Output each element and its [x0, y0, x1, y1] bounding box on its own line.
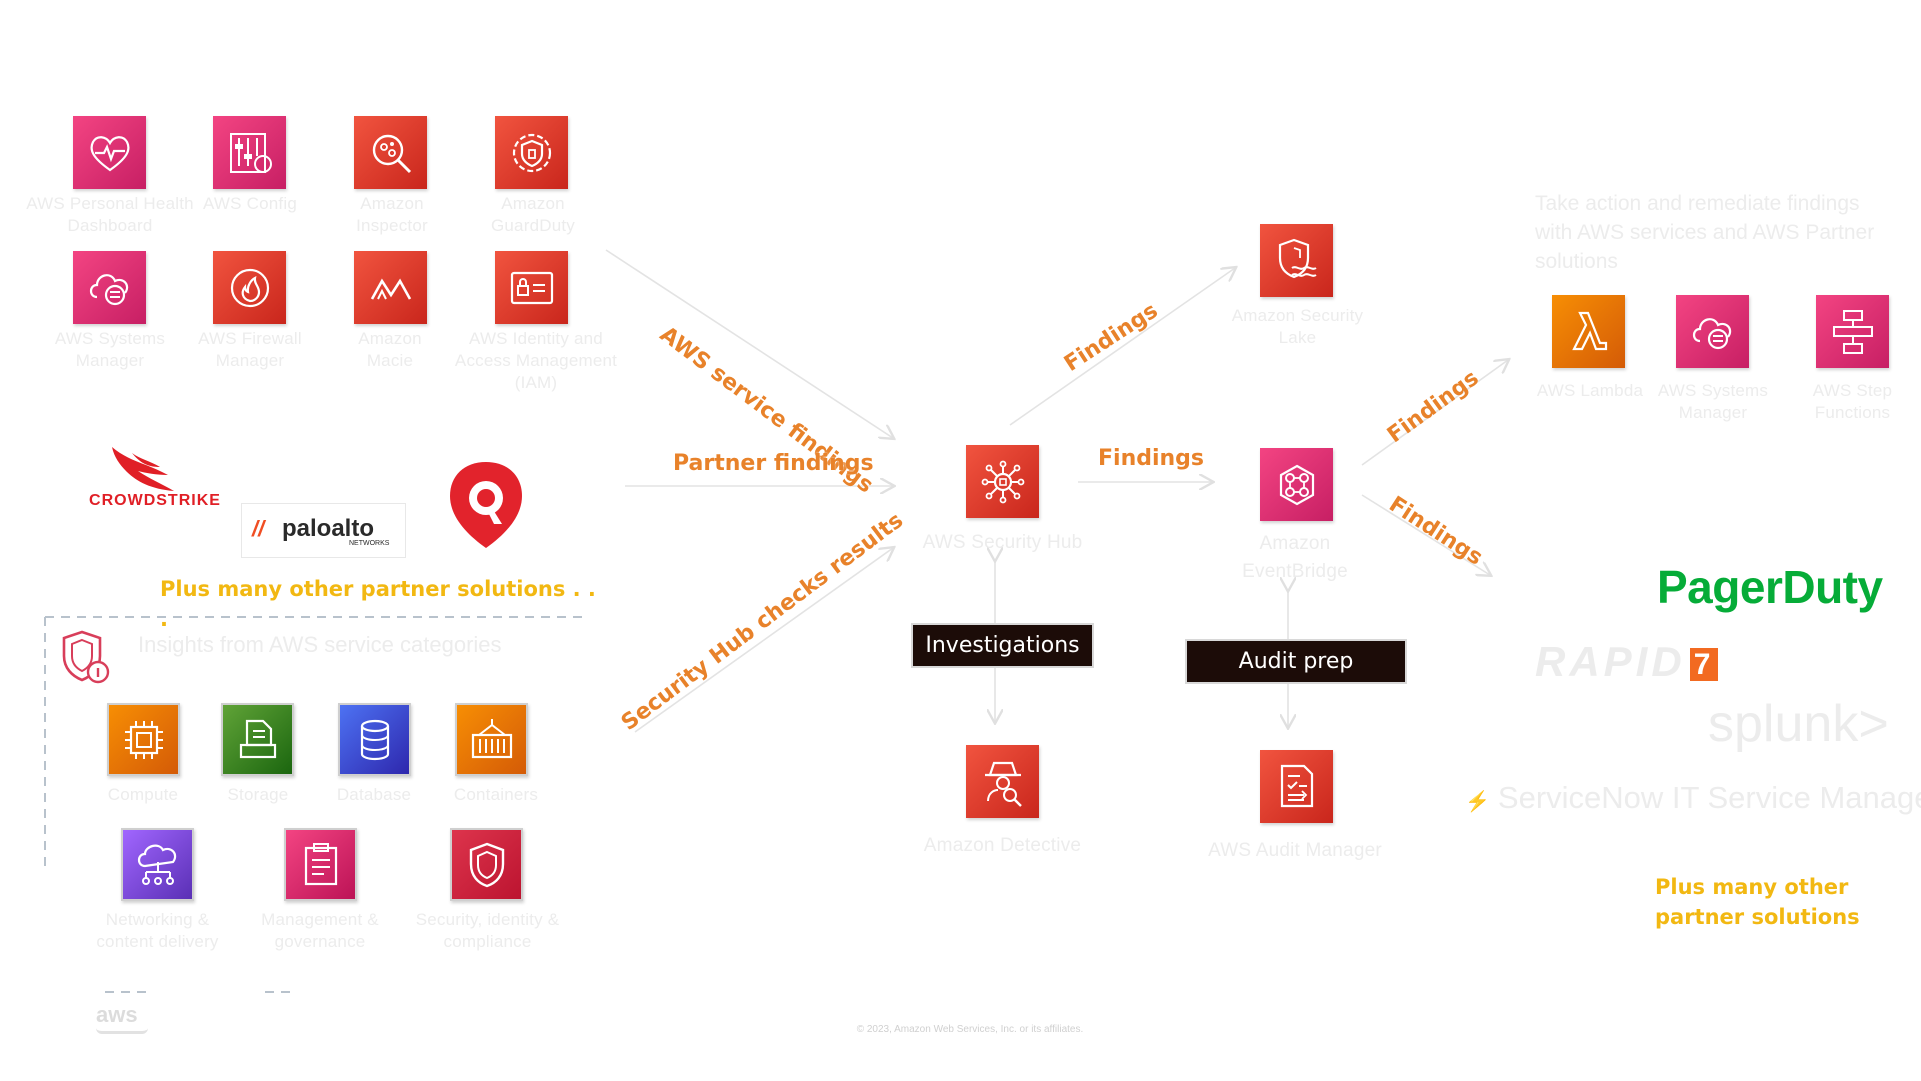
partner-findings-label: Partner findings	[673, 451, 874, 476]
remediation-label: AWS Step Functions	[1812, 381, 1893, 422]
security-icon	[450, 828, 523, 901]
arrow-to-lake	[1009, 268, 1235, 426]
aws-logo: aws	[96, 1002, 138, 1027]
arrow-checks-results	[634, 548, 893, 733]
splunk-logo: splunk>	[1708, 695, 1889, 753]
service-label: AWS Personal Health Dashboard	[26, 194, 194, 235]
systems-manager-icon	[1676, 295, 1749, 368]
security-hub-label: AWS Security Hub	[922, 532, 1083, 553]
findings-to-eventbridge-label: Findings	[1098, 446, 1205, 471]
investigations-box: Investigations	[911, 623, 1094, 668]
systems-manager-icon	[73, 251, 146, 324]
arrow-aws-findings	[605, 249, 893, 438]
crowdstrike-logo: CROWDSTRIKE	[80, 445, 230, 517]
audit-prep-box: Audit prep	[1185, 639, 1407, 684]
servicenow-logo: ⚡ServiceNow IT Service Management	[1465, 780, 1921, 815]
service-label: Amazon Macie	[358, 329, 422, 370]
remediation-label: AWS Lambda	[1536, 381, 1644, 400]
eventbridge-icon	[1260, 448, 1333, 521]
firewall-icon	[213, 251, 286, 324]
service-label: AWS Firewall Manager	[198, 329, 302, 370]
category-label: Networking & content delivery	[96, 910, 219, 951]
remediation-heading: Take action and remediate findings with …	[1535, 192, 1875, 273]
aws-smile-icon	[96, 1028, 148, 1034]
category-label: Storage	[227, 785, 289, 804]
crowdstrike-falcon-icon	[112, 447, 174, 491]
management-icon	[284, 828, 357, 901]
paloalto-logo: // paloalto NETWORKS	[241, 503, 406, 558]
eventbridge-label: Amazon EventBridge	[1242, 533, 1348, 582]
copyright-text: © 2023, Amazon Web Services, Inc. or its…	[856, 1024, 1084, 1035]
audit-manager-label: AWS Audit Manager	[1208, 840, 1382, 861]
category-label: Security, identity & compliance	[415, 910, 560, 951]
database-icon	[338, 703, 411, 776]
audit-manager-icon	[1260, 750, 1333, 823]
service-label: AWS Systems Manager	[54, 329, 166, 370]
detective-icon	[966, 745, 1039, 818]
chip-icon	[107, 703, 180, 776]
category-label: Management & governance	[261, 910, 379, 951]
step-functions-icon	[1816, 295, 1889, 368]
guardduty-icon	[495, 116, 568, 189]
checks-dashed-border	[44, 616, 585, 993]
remediation-more-text: Plus many other partner solutions	[1655, 875, 1860, 929]
pagerduty-logo: PagerDuty	[1657, 561, 1883, 613]
security-hub-icon	[966, 445, 1039, 518]
service-label: AWS Config	[203, 194, 297, 213]
qualys-logo-icon	[448, 460, 524, 550]
network-icon	[121, 828, 194, 901]
lambda-icon	[1552, 295, 1625, 368]
inspector-icon	[354, 116, 427, 189]
checks-title: Insights from AWS service categories	[138, 632, 502, 657]
security-lake-icon	[1260, 224, 1333, 297]
security-lake-label: Amazon Security Lake	[1231, 306, 1364, 347]
detective-label: Amazon Detective	[923, 835, 1082, 856]
service-label: Amazon Inspector	[356, 194, 428, 235]
category-label: Compute	[107, 785, 179, 804]
servicenow-bolt-icon: ⚡	[1465, 791, 1490, 813]
paloalto-slash-icon: //	[252, 516, 265, 541]
remediation-label: AWS Systems Manager	[1657, 381, 1769, 422]
service-label: AWS Identity and Access Management (IAM)	[454, 329, 618, 392]
arrow-to-remediation	[1361, 360, 1508, 466]
category-label: Containers	[453, 785, 539, 804]
security-shield-icon	[60, 628, 112, 686]
iam-icon	[495, 251, 568, 324]
category-label: Database	[336, 785, 412, 804]
storage-icon	[221, 703, 294, 776]
heartbeat-icon	[73, 116, 146, 189]
service-label: Amazon GuardDuty	[490, 194, 575, 235]
partners-more-text: Plus many other partner solutions . . .	[160, 577, 596, 631]
arrow-to-partners	[1361, 494, 1490, 575]
macie-icon	[354, 251, 427, 324]
container-icon	[455, 703, 528, 776]
config-icon	[213, 116, 286, 189]
